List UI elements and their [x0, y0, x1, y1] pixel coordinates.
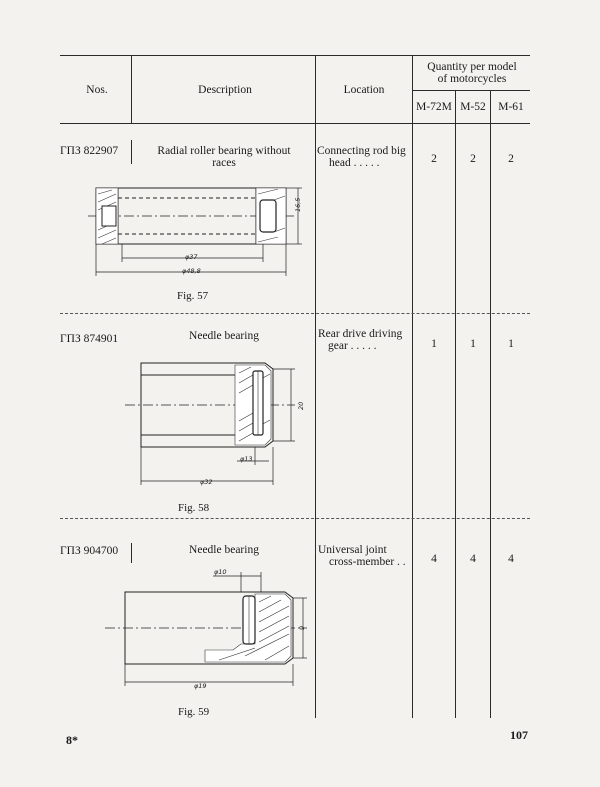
row2-location-line1: Rear drive driving — [318, 328, 403, 340]
row3-nos: ГПЗ 904700 — [60, 545, 119, 557]
fig57-dim-width: 16,5 — [294, 197, 302, 212]
figure-59-drawing — [95, 570, 310, 695]
row2-qty-m61: 1 — [508, 338, 514, 350]
header-model-m61: M-61 — [498, 101, 524, 113]
fig58-caption: Fig. 58 — [178, 502, 210, 514]
table-top-rule — [60, 55, 530, 56]
header-bottom-rule — [60, 123, 530, 124]
row1-qty-m61: 2 — [508, 153, 514, 165]
figure-57-drawing — [88, 180, 308, 280]
row1-qty-m72m: 2 — [431, 153, 437, 165]
header-nos: Nos. — [86, 84, 108, 96]
row1-description-line2: races — [212, 157, 236, 169]
row1-location-line1: Connecting rod big — [317, 145, 406, 157]
fig58-dim-width: 20 — [297, 401, 305, 410]
col-divider-location — [412, 55, 413, 718]
header-model-m72m: M-72M — [416, 101, 452, 113]
row3-location-line2: cross-member . . — [329, 556, 406, 568]
row-separator-1 — [60, 313, 530, 314]
header-model-m52: M-52 — [460, 101, 486, 113]
row3-qty-m61: 4 — [508, 553, 514, 565]
row1-nos: ГПЗ 822907 — [60, 145, 119, 157]
col-divider-m52 — [490, 90, 491, 718]
row1-description-line1: Radial roller bearing without — [157, 145, 291, 157]
col-divider-m72m — [455, 90, 456, 718]
fig58-dim-inner-dia: φ13 — [240, 455, 253, 463]
row3-qty-m52: 4 — [470, 553, 476, 565]
fig57-caption: Fig. 57 — [177, 290, 209, 302]
row2-qty-m52: 1 — [470, 338, 476, 350]
fig59-dim-needle-dia: φ10 — [214, 568, 227, 576]
model-header-rule — [412, 90, 530, 91]
nos-separator-2 — [131, 543, 132, 563]
col-divider-description — [315, 55, 316, 718]
footer-signature-mark: 8* — [66, 733, 78, 747]
row3-location-line1: Universal joint — [318, 544, 387, 556]
fig58-dim-outer-dia: φ32 — [200, 478, 213, 486]
nos-separator-1 — [131, 140, 132, 164]
page-number: 107 — [510, 728, 528, 742]
row2-qty-m72m: 1 — [431, 338, 437, 350]
header-quantity-line1: Quantity per model — [427, 61, 517, 73]
row3-qty-m72m: 4 — [431, 553, 437, 565]
fig59-dim-outer-dia: φ19 — [194, 682, 207, 690]
row2-description-line1: Needle bearing — [189, 330, 259, 342]
header-description: Description — [198, 84, 252, 96]
fig57-dim-outer-dia: φ48,8 — [182, 267, 201, 275]
col-divider-nos — [131, 55, 132, 123]
row-separator-2 — [60, 518, 530, 519]
fig57-dim-inner-dia: φ37 — [185, 253, 198, 261]
row2-nos: ГПЗ 874901 — [60, 333, 119, 345]
row1-qty-m52: 2 — [470, 153, 476, 165]
row3-description-line1: Needle bearing — [189, 544, 259, 556]
fig59-caption: Fig. 59 — [178, 706, 210, 718]
header-quantity-line2: of motorcycles — [437, 73, 507, 85]
figure-58-drawing — [105, 355, 315, 495]
row1-location-line2: head . . . . . — [329, 157, 380, 169]
fig59-dim-width: 9 — [298, 625, 306, 630]
row2-location-line2: gear . . . . . — [328, 340, 377, 352]
header-location: Location — [343, 84, 385, 96]
